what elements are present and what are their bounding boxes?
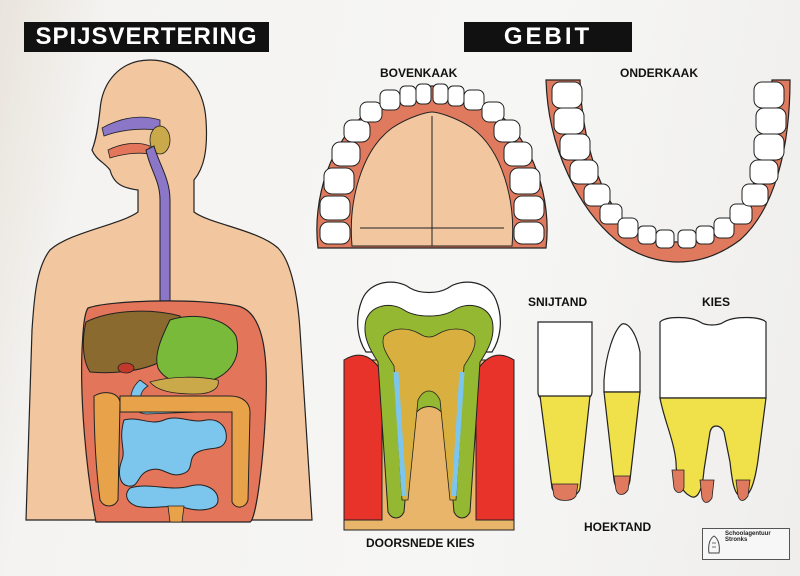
title-digestion: SPIJSVERTERING xyxy=(24,22,269,52)
publisher-logo xyxy=(708,535,720,554)
gum-section xyxy=(343,354,515,521)
publisher-stamp: Schoolagentuur Stronks xyxy=(702,528,790,560)
upper-teeth xyxy=(319,83,545,245)
gallbladder xyxy=(117,362,135,374)
pulp-section xyxy=(382,328,476,501)
title-teeth: GEBIT xyxy=(464,22,632,52)
label-lower-jaw: ONDERKAAK xyxy=(620,66,698,80)
molar-tooth xyxy=(659,316,767,503)
small-intestine-lower xyxy=(126,484,219,511)
pancreas xyxy=(149,376,219,395)
canine-tooth xyxy=(603,323,641,495)
root-canal xyxy=(393,371,465,497)
salivary-gland xyxy=(149,125,171,155)
incisor-tooth xyxy=(537,321,593,501)
label-canine: HOEKTAND xyxy=(584,520,652,534)
small-intestine xyxy=(119,417,227,487)
lower-teeth xyxy=(551,81,787,249)
large-intestine xyxy=(93,392,251,508)
label-molar: KIES xyxy=(702,295,731,309)
label-molar-section: DOORSNEDE KIES xyxy=(366,536,475,550)
publisher-name: Schoolagentuur Stronks xyxy=(725,531,771,543)
label-incisor: SNIJTAND xyxy=(528,295,588,309)
label-upper-jaw: BOVENKAAK xyxy=(380,66,458,80)
rectum xyxy=(167,505,185,523)
